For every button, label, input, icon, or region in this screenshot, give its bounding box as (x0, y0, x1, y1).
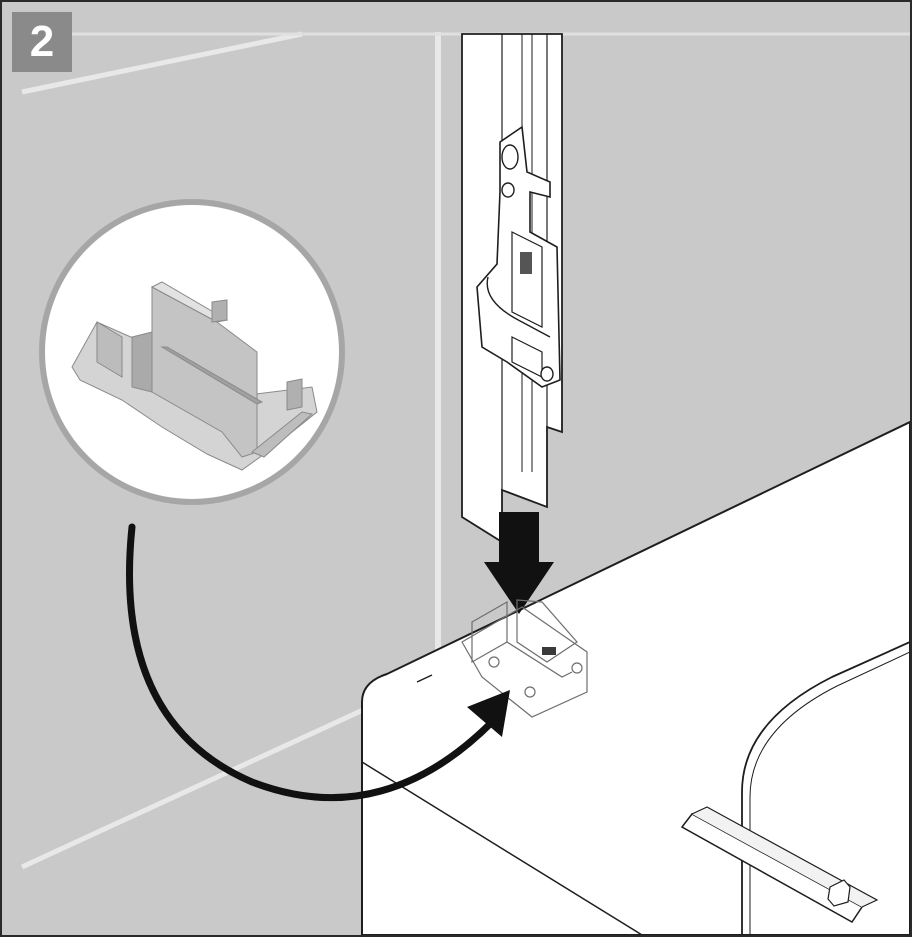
bracket-screw-hole-mid (501, 182, 515, 198)
arrow-down-icon (484, 512, 554, 614)
appliance-highlight (416, 674, 433, 683)
step-number-badge: 2 (12, 12, 72, 72)
bracket-slot (486, 276, 551, 338)
bracket-screw-hole-bottom (540, 366, 554, 382)
curved-arrow-head (467, 690, 510, 737)
bracket-window-upper (511, 231, 543, 328)
hinge-bracket (476, 125, 561, 388)
curved-arrow-icon (126, 523, 496, 802)
recess-outline (741, 641, 910, 935)
appliance-inner-edge (361, 761, 643, 935)
appliance-top (361, 420, 910, 935)
wall-seam-bottom (20, 689, 404, 870)
spacer-part-detail (71, 281, 318, 471)
wall-seam-top (21, 31, 303, 95)
bracket-label-plate (520, 252, 532, 274)
bracket-screw-hole-top (501, 144, 519, 170)
spacer-part-installed (461, 599, 588, 718)
shelf-rail-top (691, 806, 879, 908)
recess-inner-outline (749, 651, 910, 935)
rail-clip (827, 879, 851, 907)
